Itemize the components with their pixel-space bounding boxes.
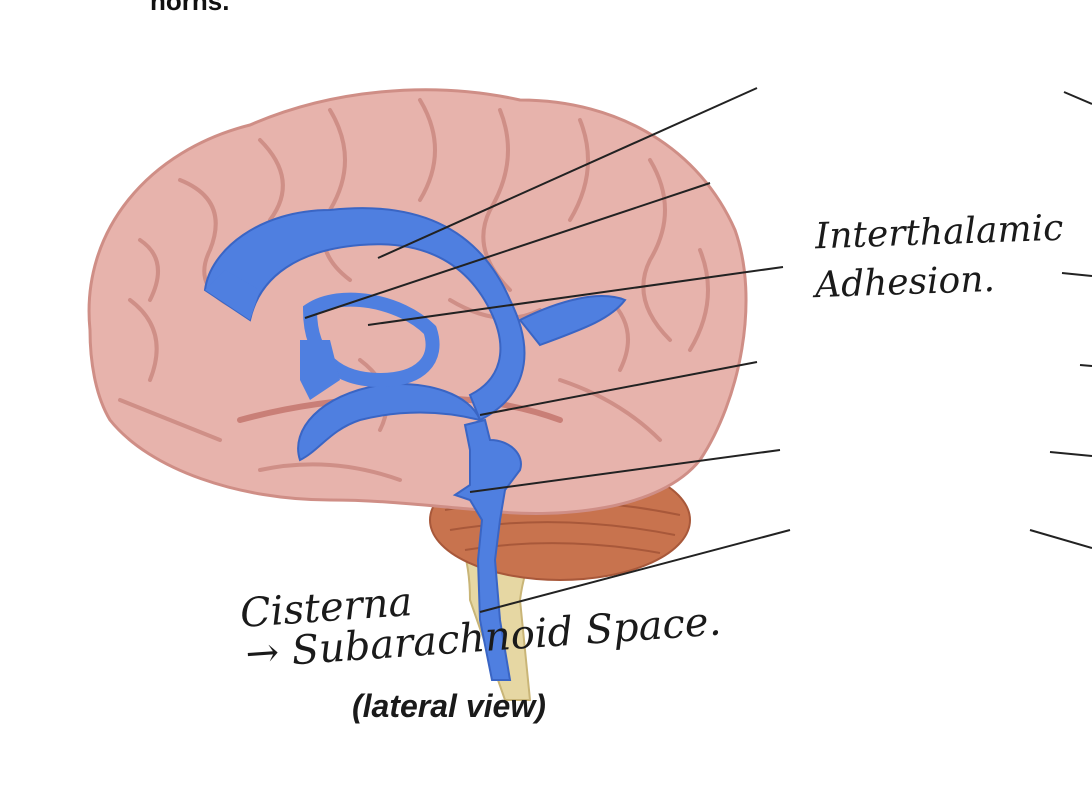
temporal-horn	[297, 383, 482, 462]
annotation-interthalamic: Interthalamic	[814, 207, 1064, 258]
view-caption: (lateral view)	[352, 688, 546, 724]
posterior-horn	[518, 295, 627, 347]
lateral-ventricle	[203, 207, 526, 422]
header-text: horns.	[150, 0, 230, 16]
leader-lines	[304, 87, 1092, 613]
ventricular-system	[203, 207, 627, 681]
annotation-adhesion: Adhesion.	[814, 258, 996, 307]
fourth-ventricle	[452, 418, 522, 681]
